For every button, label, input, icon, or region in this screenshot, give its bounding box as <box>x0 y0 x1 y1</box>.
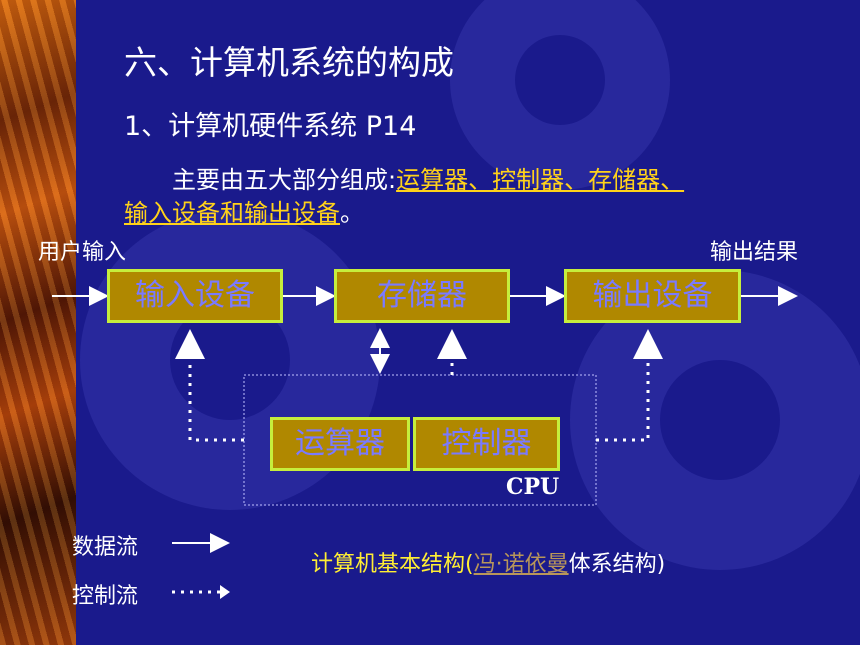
alu-box: 运算器 <box>270 417 410 471</box>
memory-box: 存储器 <box>334 269 510 323</box>
legend-data-flow: 数据流 <box>72 535 139 560</box>
von-neumann-link[interactable]: 冯·诺依曼 <box>473 552 569 577</box>
description-line-1: 主要由五大部分组成:运算器、控制器、存储器、 <box>172 160 684 195</box>
slide-title: 六、计算机系统的构成 <box>124 43 454 82</box>
cpu-label: CPU <box>506 474 560 500</box>
user-input-label: 用户输入 <box>38 240 127 265</box>
caption-prefix: 计算机基本结构( <box>311 552 474 577</box>
output-result-label: 输出结果 <box>710 240 799 265</box>
controller-box: 控制器 <box>413 417 560 471</box>
caption: 计算机基本结构(冯·诺依曼体系结构) <box>311 546 665 578</box>
decorative-stripe <box>0 0 76 645</box>
description-suffix: 。 <box>340 199 364 227</box>
control-to-output <box>596 329 663 442</box>
description-prefix: 主要由五大部分组成: <box>172 166 397 194</box>
components-link-1[interactable]: 运算器、控制器、存储器、 <box>396 166 685 194</box>
legend-control-arrowhead <box>220 585 230 599</box>
legend-control-flow: 控制流 <box>72 584 139 609</box>
caption-suffix: 体系结构) <box>568 552 666 577</box>
input-device-box: 输入设备 <box>107 269 283 323</box>
control-to-input <box>175 329 244 442</box>
output-device-box: 输出设备 <box>564 269 741 323</box>
description-line-2: 输入设备和输出设备。 <box>124 193 364 228</box>
slide-subtitle: 1、计算机硬件系统 P14 <box>124 111 417 142</box>
components-link-2[interactable]: 输入设备和输出设备 <box>124 199 340 227</box>
